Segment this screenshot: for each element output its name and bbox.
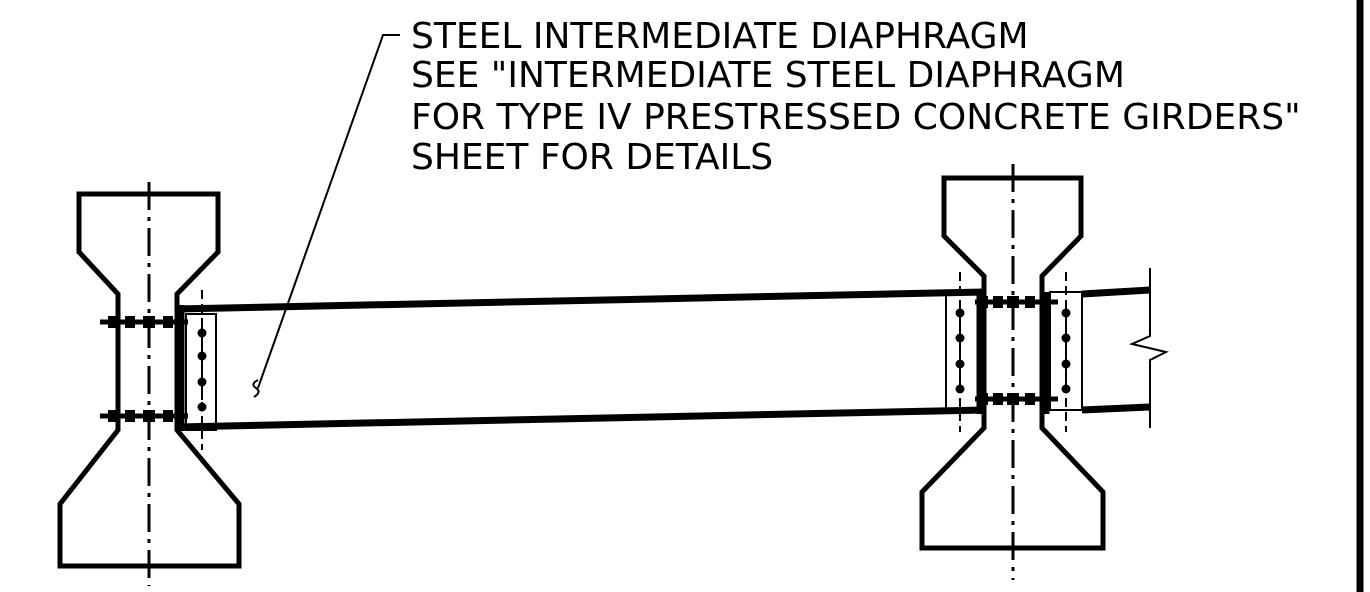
note-line-2: SEE "INTERMEDIATE STEEL DIAPHRAGM xyxy=(411,55,1125,96)
right-connection xyxy=(945,272,1083,432)
diaphragm-continuation xyxy=(1081,268,1169,428)
steel-diaphragm xyxy=(176,288,985,431)
diaphragm-note: STEEL INTERMEDIATE DIAPHRAGM SEE "INTERM… xyxy=(411,16,1301,178)
note-line-1: STEEL INTERMEDIATE DIAPHRAGM xyxy=(411,16,1029,57)
left-connection xyxy=(100,290,217,450)
left-girder xyxy=(57,182,242,586)
leader-line xyxy=(252,34,400,398)
right-girder xyxy=(919,164,1106,580)
note-line-3: FOR TYPE IV PRESTRESSED CONCRETE GIRDERS… xyxy=(411,97,1301,138)
note-line-4: SHEET FOR DETAILS xyxy=(411,137,773,178)
